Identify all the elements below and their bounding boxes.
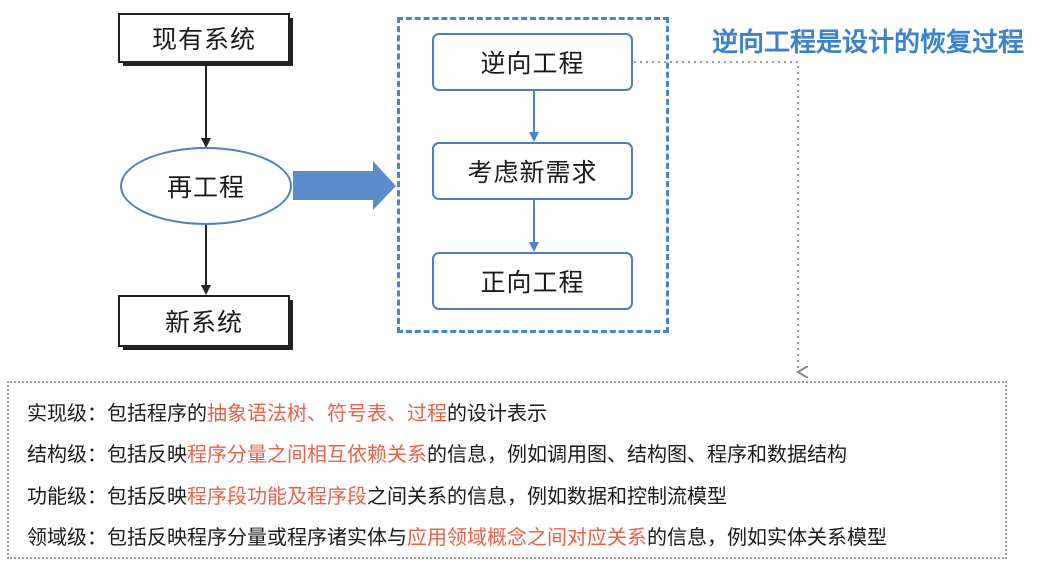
forward-engineering-label: 正向工程 <box>480 268 585 297</box>
reverse-engineering-label: 逆向工程 <box>480 49 585 78</box>
consider-new-requirements-box: 考虑新需求 <box>432 142 633 200</box>
level-prefix: 功能级：包括反映 <box>27 484 187 508</box>
level-suffix: 的信息，例如实体关系模型 <box>647 525 887 549</box>
existing-system-label: 现有系统 <box>151 25 256 54</box>
level-functional: 功能级：包括反映程序段功能及程序段之间关系的信息，例如数据和控制流模型 <box>27 480 727 509</box>
level-highlight: 程序段功能及程序段 <box>187 484 367 508</box>
block-arrow-to-frame <box>293 161 396 210</box>
reverse-engineering-note-title: 逆向工程是设计的恢复过程 <box>712 28 1025 58</box>
abstraction-levels-panel: 实现级：包括程序的抽象语法树、符号表、过程的设计表示 结构级：包括反映程序分量之… <box>7 381 1007 559</box>
level-suffix: 的设计表示 <box>447 401 547 425</box>
consider-new-requirements-label: 考虑新需求 <box>467 158 598 187</box>
level-highlight: 程序分量之间相互依赖关系 <box>187 442 427 466</box>
level-suffix: 之间关系的信息，例如数据和控制流模型 <box>367 484 727 508</box>
new-system-box: 新系统 <box>118 295 293 350</box>
existing-system-box: 现有系统 <box>118 13 293 66</box>
reengineering-process-frame <box>397 17 669 333</box>
reverse-engineering-box: 逆向工程 <box>432 33 633 91</box>
reengineering-ellipse: 再工程 <box>120 147 292 225</box>
level-prefix: 领域级：包括反映程序分量或程序诸实体与 <box>27 525 407 549</box>
level-highlight: 应用领域概念之间对应关系 <box>407 525 647 549</box>
level-implementation: 实现级：包括程序的抽象语法树、符号表、过程的设计表示 <box>27 397 547 426</box>
level-domain: 领域级：包括反映程序分量或程序诸实体与应用领域概念之间对应关系的信息，例如实体关… <box>27 521 887 550</box>
reengineering-label: 再工程 <box>166 173 245 202</box>
forward-engineering-box: 正向工程 <box>432 252 633 310</box>
level-prefix: 结构级：包括反映 <box>27 442 187 466</box>
dotted-note-connector <box>634 61 798 372</box>
level-structural: 结构级：包括反映程序分量之间相互依赖关系的信息，例如调用图、结构图、程序和数据结… <box>27 438 847 467</box>
level-prefix: 实现级：包括程序的 <box>27 401 207 425</box>
level-highlight: 抽象语法树、符号表、过程 <box>207 401 447 425</box>
level-suffix: 的信息，例如调用图、结构图、程序和数据结构 <box>427 442 847 466</box>
new-system-label: 新系统 <box>164 308 243 337</box>
